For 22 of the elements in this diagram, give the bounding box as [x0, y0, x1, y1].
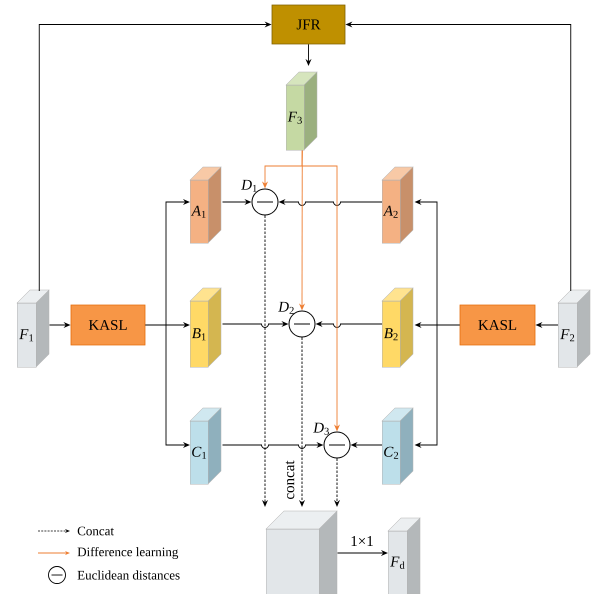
feature-map-block: F$_{3}$	[286, 72, 318, 150]
feature-map-block: F$_{2}$	[558, 290, 590, 368]
concat-block	[266, 510, 338, 594]
feature-map-block: B$_{2}$	[382, 288, 414, 368]
feature-map-block: C$_{2}$	[382, 408, 414, 484]
feature-map-block: B$_{1}$	[190, 288, 222, 368]
feature-map-block: A$_{2}$	[382, 166, 414, 244]
feature-map-block: F$_{d}$	[388, 518, 420, 594]
edge-label: concat	[284, 459, 296, 501]
legend-text: Euclidean distances	[78, 570, 180, 580]
feature-map-block: A$_{1}$	[190, 166, 222, 244]
legend-text: Difference learning	[78, 547, 178, 559]
process-box: JFR	[272, 4, 346, 44]
distance-label: D$_{3}$	[313, 422, 329, 435]
process-box: KASL	[460, 304, 536, 346]
process-box: KASL	[70, 304, 146, 346]
distance-label: D$_{1}$	[241, 180, 257, 192]
feature-map-block: C$_{1}$	[190, 408, 222, 484]
legend-text: Concat	[78, 526, 114, 536]
edge-label: 1×1	[349, 535, 375, 547]
feature-map-block: F$_{1}$	[16, 290, 50, 368]
distance-label: D$_{2}$	[278, 302, 294, 314]
